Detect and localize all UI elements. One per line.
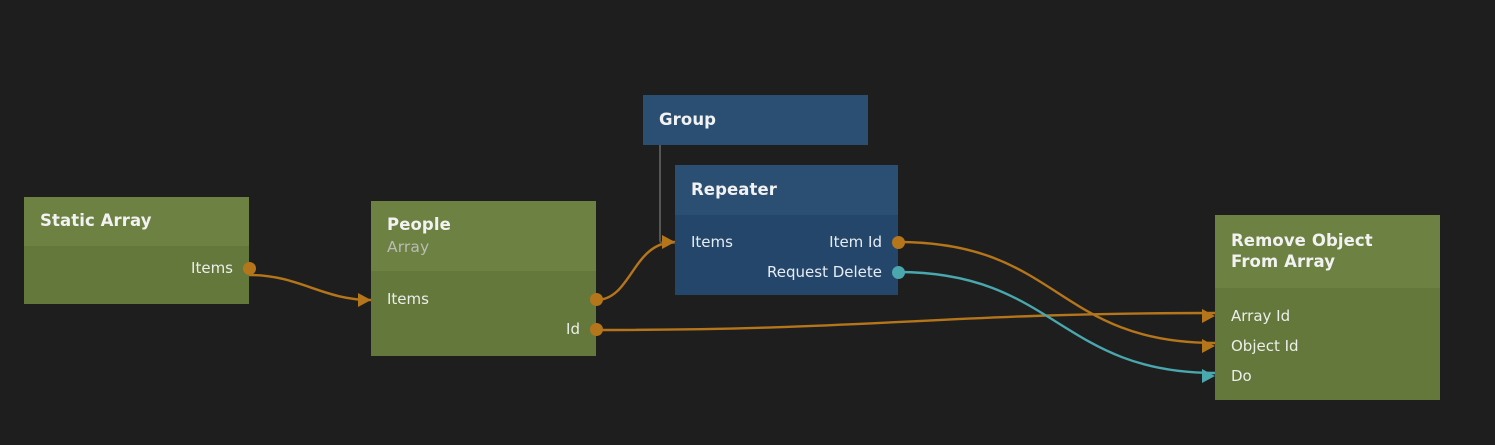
port-dot-repeater-item-id[interactable]	[891, 235, 905, 249]
node-group-title: Group	[659, 109, 717, 129]
port-row-remove-array-id[interactable]: Array Id	[1202, 301, 1440, 331]
wire-repeater-request-delete-to-do[interactable]	[896, 270, 1217, 375]
port-label-static-array-items: Items	[191, 259, 233, 278]
node-people[interactable]: People Array Items Id	[358, 201, 603, 356]
port-row-remove-object-id[interactable]: Object Id	[1202, 331, 1440, 361]
port-label-repeater-request-delete: Request Delete	[767, 262, 882, 281]
port-arrow-remove-object-id[interactable]	[1202, 339, 1215, 353]
port-arrow-remove-array-id[interactable]	[1202, 309, 1215, 323]
node-static-array[interactable]: Static Array Items	[24, 197, 256, 304]
node-people-body: Items Id	[358, 270, 603, 356]
node-repeater-title: Repeater	[691, 179, 778, 199]
node-static-array-body: Items	[24, 245, 256, 304]
node-group[interactable]: Group	[643, 95, 868, 145]
node-repeater[interactable]: Repeater Items Item Id Request Delete	[662, 165, 905, 295]
node-remove-object-from-array-title: Remove Object From Array	[1231, 231, 1373, 271]
port-arrow-repeater-items-in[interactable]	[662, 235, 675, 249]
port-label-remove-array-id: Array Id	[1231, 306, 1291, 325]
port-label-repeater-item-id: Item Id	[829, 232, 882, 251]
port-label-remove-do: Do	[1231, 366, 1252, 385]
node-repeater-header[interactable]: Repeater	[675, 165, 898, 215]
node-remove-object-from-array-body: Array Id Object Id Do	[1202, 288, 1440, 400]
port-dot-people-items-out[interactable]	[589, 293, 603, 307]
node-repeater-body: Items Item Id Request Delete	[662, 215, 905, 295]
node-static-array-title: Static Array	[40, 211, 152, 230]
wire-static-array-items-to-people-items[interactable]	[247, 273, 373, 302]
port-row-remove-do[interactable]: Do	[1202, 361, 1440, 391]
wire-repeater-item-id-to-object-id[interactable]	[896, 240, 1217, 345]
node-people-title: People	[387, 215, 451, 234]
wire-people-items-to-repeater-items[interactable]	[594, 240, 677, 302]
port-dot-people-id[interactable]	[589, 323, 603, 337]
node-group-header[interactable]: Group	[643, 95, 868, 145]
port-arrow-people-items-in[interactable]	[358, 292, 371, 307]
port-dot-static-array-items[interactable]	[242, 262, 256, 276]
wire-people-id-to-array-id[interactable]	[594, 311, 1217, 332]
node-static-array-header[interactable]: Static Array	[24, 197, 249, 246]
port-row-people-id-out[interactable]: Id	[371, 315, 603, 345]
port-label-people-items-in: Items	[387, 290, 429, 309]
node-remove-object-from-array[interactable]: Remove Object From Array Array Id Object…	[1202, 215, 1440, 400]
port-row-repeater-items[interactable]: Items Item Id	[662, 227, 905, 257]
port-dot-repeater-request-delete[interactable]	[891, 265, 905, 279]
port-label-people-id: Id	[566, 320, 580, 339]
node-people-header[interactable]: People Array	[371, 201, 596, 271]
node-remove-object-from-array-header[interactable]: Remove Object From Array	[1215, 215, 1440, 288]
port-arrow-remove-do[interactable]	[1202, 369, 1215, 383]
port-row-repeater-request-delete[interactable]: Request Delete	[675, 257, 905, 287]
port-row-people-items-in[interactable]: Items	[358, 285, 603, 315]
port-row-static-array-items-out[interactable]: Items	[24, 254, 256, 284]
port-label-remove-object-id: Object Id	[1231, 336, 1299, 355]
port-label-repeater-items-in: Items	[691, 232, 733, 251]
node-people-subtitle: Array	[387, 237, 430, 256]
